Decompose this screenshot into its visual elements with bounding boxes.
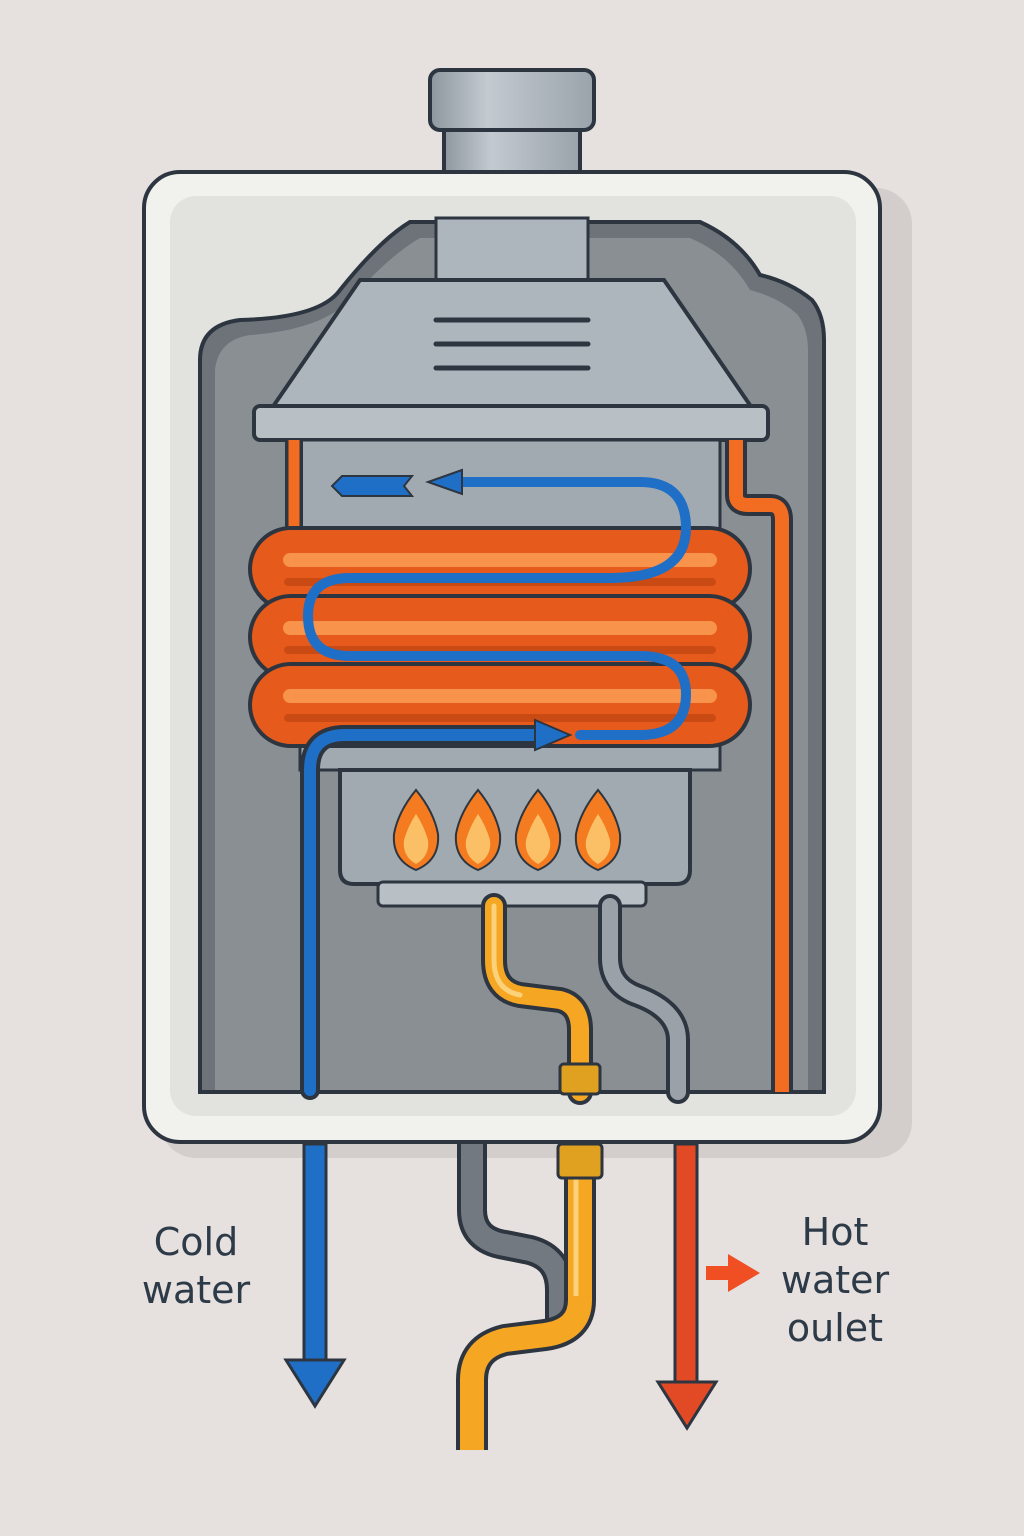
gas-supply-pipe — [481, 893, 593, 1105]
flame-icon — [392, 788, 622, 872]
grey-external-pipe — [457, 1144, 575, 1330]
hot-water-label-line-3: oulet — [786, 1306, 884, 1350]
hot-water-riser-fill — [729, 440, 789, 1092]
water-flow-path — [300, 477, 691, 1100]
hot-water-label-line-1: Hot — [801, 1210, 869, 1254]
gas-external-fitting — [556, 1142, 604, 1180]
flue-column — [434, 216, 590, 290]
hood-rim — [252, 404, 770, 442]
burner-base — [376, 880, 648, 908]
grey-inner-pipe — [598, 894, 690, 1104]
gas-valve-fitting — [558, 1062, 602, 1096]
hot-water-arrow — [655, 1142, 719, 1431]
gas-external-pipe — [456, 1144, 596, 1450]
cold-water-label-line-1: Cold — [153, 1220, 239, 1264]
cold-water-label: Cold water — [136, 1218, 256, 1314]
burner-box — [338, 768, 692, 886]
cold-water-arrow — [283, 1142, 347, 1409]
hot-outlet-arrow-icon — [706, 1254, 760, 1292]
vent-slots — [433, 317, 591, 371]
flue-icon — [428, 68, 596, 186]
hot-water-outlet-label: Hot water oulet — [770, 1208, 900, 1352]
hot-water-label-line-2: water — [780, 1258, 890, 1302]
cold-water-label-line-2: water — [141, 1268, 251, 1312]
arrow-icon — [330, 468, 573, 752]
